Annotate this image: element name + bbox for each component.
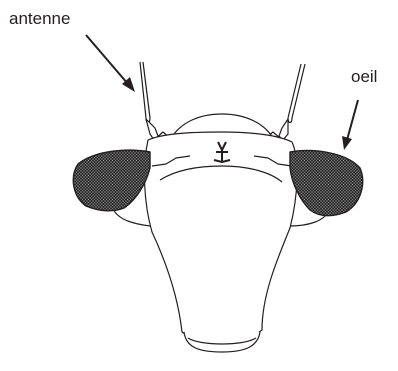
eye-label: oeil <box>351 67 377 86</box>
eye-arrow <box>342 100 358 150</box>
insect-head <box>73 62 362 352</box>
mouthparts <box>184 332 260 352</box>
left-antenna <box>140 62 170 146</box>
right-antenna <box>266 64 305 146</box>
antenna-arrow <box>86 35 135 92</box>
antenna-label: antenne <box>9 9 70 28</box>
